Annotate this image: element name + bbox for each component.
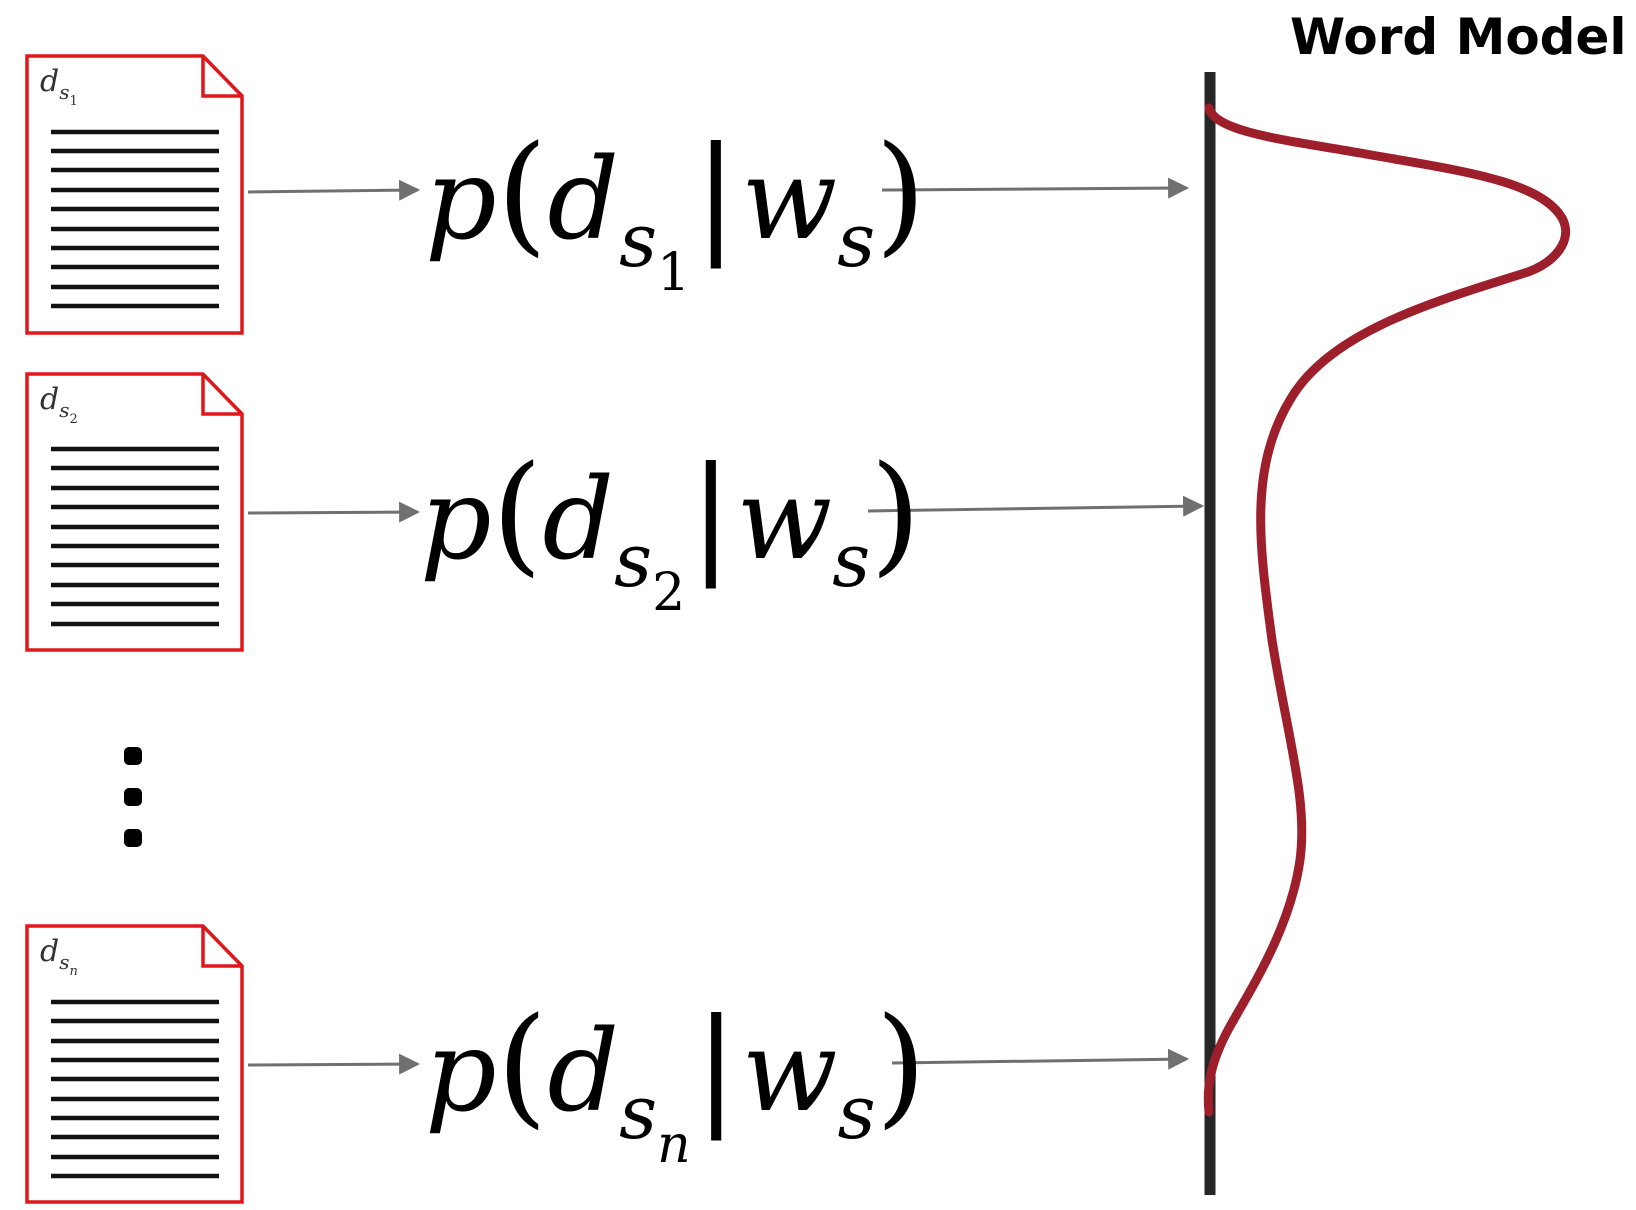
document-label-n: dsn: [40, 934, 78, 979]
arrow-doc1-to-prob1: [247, 179, 421, 201]
document-outline: [25, 924, 244, 1204]
document-outline: [25, 54, 244, 335]
probability-formula-2: p(ds2|ws): [420, 437, 921, 623]
document-label-2: ds2: [40, 382, 78, 427]
arrow-probn-to-model: [891, 1048, 1190, 1070]
document-label-1: ds1: [40, 64, 78, 109]
document-icon-1: [25, 54, 244, 335]
document-text-lines: [51, 129, 219, 309]
vertical-ellipsis-icon: [124, 747, 142, 847]
document-text-lines: [51, 999, 219, 1179]
probability-formula-1: p(ds1|ws): [425, 117, 926, 303]
word-model-distribution-curve: [1203, 103, 1571, 1117]
document-icon-2: [25, 372, 244, 652]
document-icon-n: [25, 924, 244, 1204]
document-fold: [201, 374, 242, 416]
word-model-title: Word Model: [1290, 8, 1627, 66]
arrow-prob2-to-model: [867, 495, 1205, 517]
arrow-doc2-to-prob2: [247, 501, 421, 523]
probability-formula-n: p(dsn|ws): [425, 989, 927, 1175]
arrow-docn-to-probn: [247, 1053, 421, 1075]
document-fold: [201, 56, 242, 98]
arrow-prob1-to-model: [881, 177, 1190, 199]
document-fold: [201, 926, 242, 968]
document-outline: [25, 372, 244, 652]
document-text-lines: [51, 446, 219, 627]
